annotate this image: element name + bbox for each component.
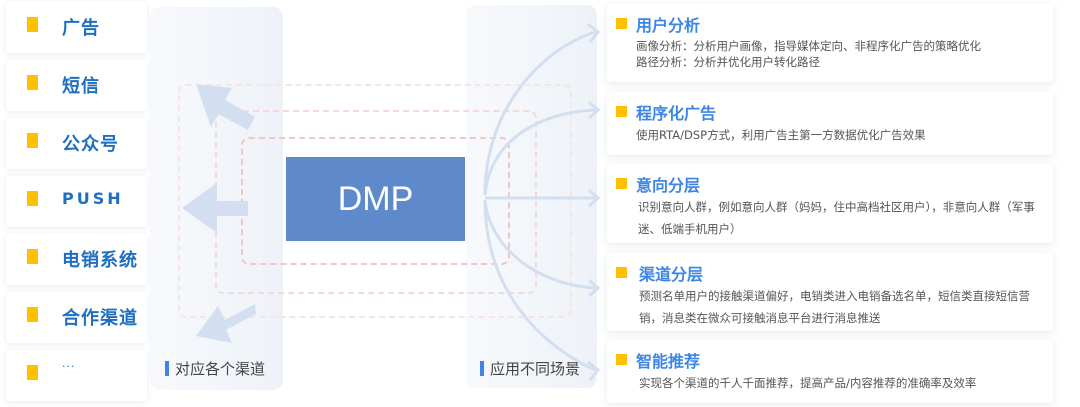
right-arrows <box>483 30 596 372</box>
scenario-title: 用户分析 <box>636 16 701 35</box>
arrow-to-recommend <box>483 199 596 372</box>
scenario-desc: 实现各个渠道的千人千面推荐，提高产品/内容推荐的准确率及效率 <box>639 376 977 390</box>
channel-label: 公众号 <box>62 134 119 155</box>
marker-icon <box>27 75 38 90</box>
channel-label: 电销系统 <box>62 250 138 271</box>
marker-icon <box>27 249 38 264</box>
marker-icon <box>616 18 627 29</box>
marker-icon <box>27 17 38 32</box>
arrow-to-programmatic <box>483 108 596 196</box>
arrowheads <box>587 22 601 381</box>
scenario-card-channel: 渠道分层 预测名单用户的接触渠道偏好，电销类进入电销备选名单，短信类直接短信营销… <box>607 253 1053 331</box>
arrow-to-user-analysis <box>483 30 596 196</box>
dmp-box: DMP <box>286 157 465 241</box>
channel-label: PUSH <box>62 189 124 208</box>
channel-label: 短信 <box>62 76 100 97</box>
scenario-desc: 预测名单用户的接触渠道偏好，电销类进入电销备选名单，短信类直接短信营销，消息类在… <box>639 289 1030 325</box>
marker-icon <box>27 191 38 206</box>
scenario-desc: 识别意向人群，例如意向人群（妈妈，住中高档社区用户），非意向人群（军事迷、低端手… <box>638 200 1035 236</box>
left-caption: 对应各个渠道 <box>165 358 265 379</box>
channel-card-ads: 广告 <box>6 2 147 53</box>
scenario-title: 意向分层 <box>636 176 701 195</box>
scenario-card-user-analysis: 用户分析 画像分析：分析用户画像，指导媒体定向、非程序化广告的策略优化路径分析：… <box>607 4 1053 82</box>
marker-icon <box>616 106 627 117</box>
channel-card-push: PUSH <box>6 176 147 227</box>
channel-label: 广告 <box>62 18 100 39</box>
marker-icon <box>27 133 38 148</box>
marker-icon <box>616 354 627 365</box>
arrow-up-left-icon <box>196 84 255 130</box>
scenario-desc: 画像分析：分析用户画像，指导媒体定向、非程序化广告的策略优化路径分析：分析并优化… <box>636 38 1046 70</box>
arrow-to-channel <box>483 199 596 290</box>
marker-icon <box>27 307 38 322</box>
dashed-frame-outer <box>178 84 572 318</box>
dmp-label: DMP <box>337 179 414 218</box>
left-caption-text: 对应各个渠道 <box>175 360 266 378</box>
channel-card-official-account: 公众号 <box>6 118 147 169</box>
marker-icon <box>616 267 627 278</box>
caption-bar-icon <box>480 361 484 376</box>
scenario-desc: 使用RTA/DSP方式，利用广告主第一方数据优化广告效果 <box>636 128 926 142</box>
arrow-down-left-icon <box>196 304 256 343</box>
desc-line: 路径分析：分析并优化用户转化路径 <box>636 55 820 69</box>
channel-card-more: ··· <box>6 350 147 401</box>
channel-label: 合作渠道 <box>62 308 138 329</box>
channel-card-telesales: 电销系统 <box>6 234 147 285</box>
arrow-left-icon <box>182 183 248 233</box>
channel-card-sms: 短信 <box>6 60 147 111</box>
left-arrows <box>182 84 256 343</box>
desc-line: 画像分析：分析用户画像，指导媒体定向、非程序化广告的策略优化 <box>636 39 981 53</box>
scenario-title: 智能推荐 <box>636 352 701 371</box>
scenario-title: 渠道分层 <box>639 265 704 284</box>
marker-icon <box>27 365 38 380</box>
right-caption-text: 应用不同场景 <box>490 360 581 378</box>
scenario-card-programmatic: 程序化广告 使用RTA/DSP方式，利用广告主第一方数据优化广告效果 <box>607 92 1053 155</box>
marker-icon <box>616 178 627 189</box>
channel-label: ··· <box>62 360 76 373</box>
caption-bar-icon <box>165 361 169 376</box>
channel-card-partners: 合作渠道 <box>6 292 147 343</box>
scenario-card-intent: 意向分层 识别意向人群，例如意向人群（妈妈，住中高档社区用户），非意向人群（军事… <box>607 164 1053 243</box>
scenario-title: 程序化广告 <box>636 104 717 123</box>
scenario-card-recommend: 智能推荐 实现各个渠道的千人千面推荐，提高产品/内容推荐的准确率及效率 <box>607 340 1053 403</box>
right-caption: 应用不同场景 <box>480 358 580 379</box>
